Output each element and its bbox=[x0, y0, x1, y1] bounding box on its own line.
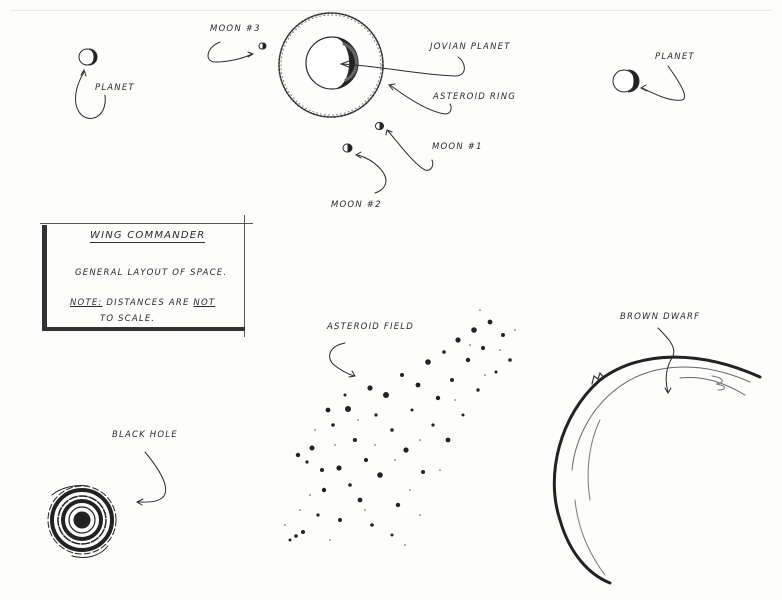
title-block-shadow-bottom bbox=[42, 327, 245, 331]
title-block: Wing Commander General layout of space. … bbox=[40, 215, 253, 337]
label-planet-right: Planet bbox=[655, 52, 695, 62]
planet-right-arrow bbox=[641, 65, 686, 101]
label-asteroid-ring: Asteroid Ring bbox=[433, 92, 517, 102]
moon-1-icon bbox=[375, 121, 384, 131]
asteroid-field-icon bbox=[288, 319, 512, 542]
jovian-planet-icon bbox=[305, 36, 359, 90]
moon-3-icon bbox=[258, 42, 267, 50]
asteroid-ring-arrow bbox=[389, 84, 452, 115]
label-jovian-planet: Jovian Planet bbox=[430, 42, 511, 52]
moon-1-arrow bbox=[387, 130, 434, 171]
title-block-shadow-left bbox=[42, 225, 47, 331]
asteroid-ring-icon bbox=[278, 12, 384, 118]
label-moon-1: Moon #1 bbox=[432, 142, 483, 152]
title-block-note: Note: distances are not bbox=[70, 298, 215, 308]
black-hole-icon bbox=[47, 485, 117, 559]
planet-right-icon bbox=[612, 69, 640, 93]
paper-edge bbox=[10, 10, 772, 11]
planet-left-arrow bbox=[75, 71, 106, 119]
planet-left-icon bbox=[78, 48, 98, 66]
jovian-planet-arrow bbox=[341, 56, 465, 77]
moon-3-arrow bbox=[207, 41, 253, 63]
label-brown-dwarf: Brown Dwarf bbox=[620, 312, 701, 322]
label-moon-2: Moon #2 bbox=[331, 200, 382, 210]
note-label: Note: bbox=[70, 298, 103, 308]
title-block-border-top bbox=[40, 223, 253, 224]
label-moon-3: Moon #3 bbox=[210, 24, 261, 34]
title-block-note-cont: to scale. bbox=[100, 314, 156, 324]
label-asteroid-field: Asteroid Field bbox=[327, 322, 414, 332]
note-text: distances are bbox=[102, 298, 194, 308]
brown-dwarf-icon bbox=[552, 355, 762, 585]
note-emphasis: not bbox=[193, 298, 216, 308]
moon-2-arrow bbox=[357, 154, 387, 194]
label-black-hole: Black Hole bbox=[112, 430, 178, 440]
moon-2-icon bbox=[342, 143, 353, 153]
black-hole-arrow bbox=[137, 451, 167, 503]
asteroid-field-arrow bbox=[329, 342, 355, 377]
title-block-subtitle: General layout of space. bbox=[75, 268, 228, 278]
label-planet-left: Planet bbox=[95, 83, 135, 93]
brown-dwarf-arrow bbox=[657, 327, 675, 393]
title-block-border-right bbox=[244, 215, 245, 337]
title-block-heading: Wing Commander bbox=[90, 230, 206, 243]
